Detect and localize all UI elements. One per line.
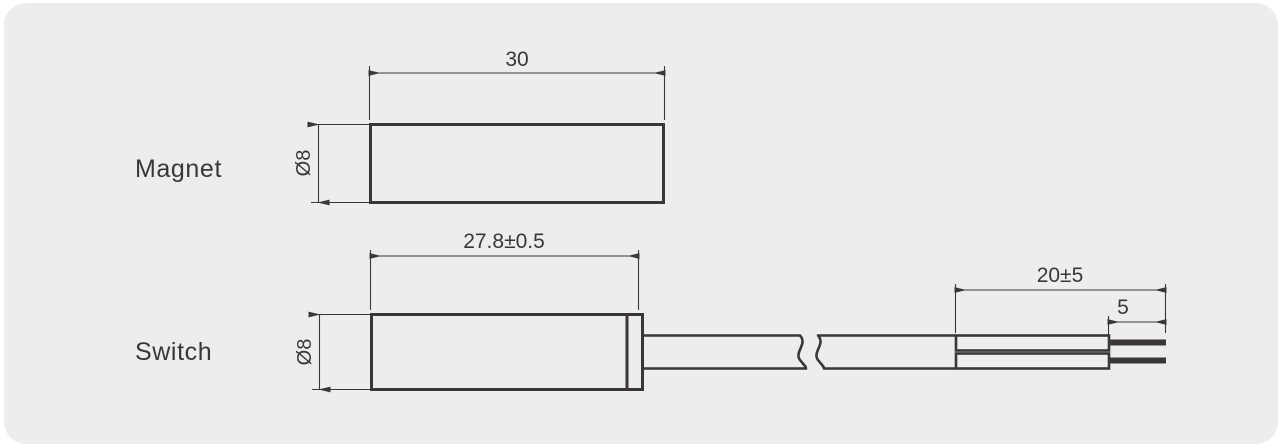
switch-dia-dim-text: Ø8	[294, 339, 316, 366]
lead-length-dim-text: 20±5	[1037, 264, 1084, 287]
switch-length-dim-text: 27.8±0.5	[463, 230, 545, 253]
wire-conductor-upper	[1108, 339, 1166, 346]
cable-break-right-curve	[815, 334, 826, 370]
cable-break-left-curve	[797, 334, 808, 370]
magnet-length-dim-text: 30	[505, 48, 528, 71]
wire-conductor-lower	[1108, 357, 1166, 364]
switch-row-label: Switch	[135, 338, 212, 366]
magnet-row-label: Magnet	[135, 155, 222, 183]
switch-group: Switch 27.8±0.5 Ø8	[135, 230, 1167, 393]
wire-lead-lower	[954, 352, 1111, 370]
wire-lead-upper	[954, 334, 1111, 352]
magnet-group: Magnet 30 Ø8	[135, 48, 666, 206]
strip-length-dim-text: 5	[1117, 296, 1129, 319]
magnet-dia-dim-text: Ø8	[293, 150, 315, 177]
switch-body-outline	[370, 313, 644, 391]
magnet-body-outline	[369, 123, 665, 204]
